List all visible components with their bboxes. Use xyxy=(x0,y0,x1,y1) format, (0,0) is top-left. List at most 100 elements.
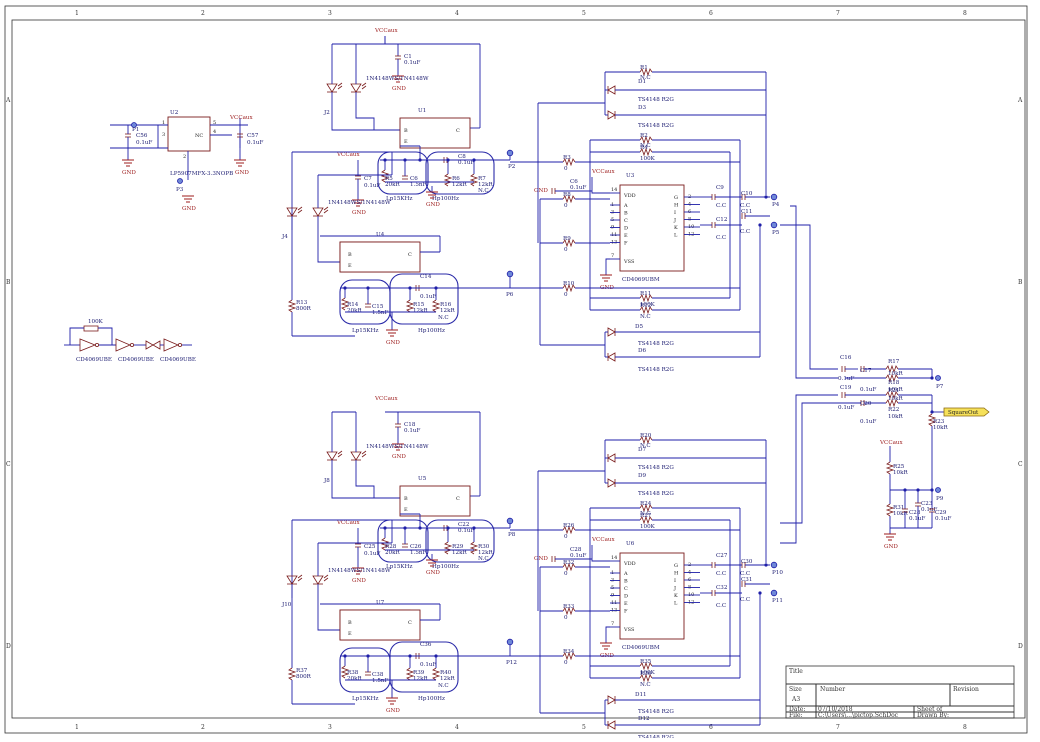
c12-label-1: C32 xyxy=(716,585,728,591)
port-b-1[interactable] xyxy=(506,638,514,646)
port-b-0[interactable] xyxy=(506,270,514,278)
size-value: A3 xyxy=(791,696,800,703)
hp2-r-value-0: 12kR xyxy=(413,308,429,314)
port-out1-label-1: P10 xyxy=(772,570,783,576)
p1-port[interactable] xyxy=(131,122,137,128)
ic-pin-right-1-4: K xyxy=(674,593,678,599)
ic-pin-right-1-2: I xyxy=(674,578,676,584)
lp2-cap-1 xyxy=(365,671,371,676)
u-bot-pin-c-0: C xyxy=(408,252,412,258)
vcc-net-top-1: VCCaux xyxy=(374,396,399,402)
d-bot2-part-0: TS4148 R2G xyxy=(638,367,674,373)
cap-top-0 xyxy=(395,55,401,60)
hp2-resistor-0 xyxy=(405,299,415,313)
ic-decoup-value-1: 0.1uF xyxy=(570,553,586,559)
c17-value: 0.1uF xyxy=(860,387,876,393)
c57-label: C57 xyxy=(247,133,259,139)
u-top-0-body[interactable] xyxy=(399,117,471,149)
p9-port[interactable] xyxy=(935,487,941,493)
p9-label: P9 xyxy=(936,496,944,502)
hp1-c-value-0: 0.1uF xyxy=(458,160,474,166)
hp1-r-value-1: 12kR xyxy=(452,550,468,556)
gnd-label-u2-left: GND xyxy=(122,170,136,176)
ic-num-vss-1: 7 xyxy=(611,621,614,627)
hp2-resistor2-0 xyxy=(431,299,441,313)
port-a-0[interactable] xyxy=(506,149,514,157)
diode-top2-0 xyxy=(607,110,616,120)
r12-nc-0: N.C xyxy=(640,314,651,320)
bias-resistor-0 xyxy=(287,299,297,313)
r8-value-0: 0 xyxy=(564,203,568,209)
ic-vcc-net-0: VCCaux xyxy=(591,169,616,175)
c28-out-label: C28 xyxy=(909,510,921,516)
hp2-nc-1: N.C xyxy=(438,683,449,689)
r9-label-1: R33 xyxy=(563,604,575,610)
p7-port[interactable] xyxy=(935,375,941,381)
u-top-pin-b-0: B xyxy=(404,128,408,134)
port-a-1[interactable] xyxy=(506,517,514,525)
d-top2-label-0: D3 xyxy=(638,105,646,111)
hp2-r2-value-1: 12kR xyxy=(440,676,456,682)
r17-label: R17 xyxy=(888,359,900,365)
ic-pin-left-0-5: F xyxy=(624,241,628,247)
c12-cc-1: C.C xyxy=(716,603,726,609)
ic-pin-left-0-4: E xyxy=(624,233,628,239)
ic-part-0: CD4069UBM xyxy=(622,277,660,283)
u-bot-pin-c-1: C xyxy=(408,620,412,626)
title-label: Title xyxy=(789,668,803,675)
ic-pin-left-1-2: C xyxy=(624,586,628,592)
port-b-label-1: P12 xyxy=(506,660,517,666)
date-label: Date: xyxy=(789,706,805,713)
ic-designator-1: U6 xyxy=(626,541,635,547)
hp1-nc-0: N.C xyxy=(478,188,489,194)
d-bot1-label-0: D5 xyxy=(635,324,643,330)
ic-num-vdd-0: 14 xyxy=(611,187,617,193)
ic-pin-left-0-1: B xyxy=(624,211,628,217)
r25-value: 10kR xyxy=(893,470,909,476)
inverter-legend: 100K CD4069UBE CD4069UBE CD4069UBE xyxy=(64,319,196,363)
lp1-group-label-0: Lp15KHz xyxy=(386,196,412,202)
c9-cc-0: C.C xyxy=(716,203,726,209)
r18-label: R18 xyxy=(888,380,900,386)
r2-0 xyxy=(639,135,653,145)
square-out-port[interactable] xyxy=(943,407,990,417)
c9-0 xyxy=(711,194,716,200)
r3-0 xyxy=(562,157,576,167)
u-top-label-0: U1 xyxy=(418,108,426,114)
hp1-r2-value-1: 12kR xyxy=(478,550,494,556)
inverter-3-label: CD4069UBE xyxy=(160,357,196,363)
r3-label-1: R26 xyxy=(563,523,575,529)
d-top1-part-0: TS4148 R2G xyxy=(638,97,674,103)
d-top2-part-1: TS4148 R2G xyxy=(638,491,674,497)
ic-cmp-0[interactable] xyxy=(619,184,685,272)
gnd-ic-0 xyxy=(600,274,612,282)
u-top-pin-b-1: B xyxy=(404,496,408,502)
u-top-1-body[interactable] xyxy=(399,485,471,517)
c10-label-1: C30 xyxy=(741,559,753,565)
u2-body[interactable] xyxy=(167,116,211,152)
port-out1-1[interactable] xyxy=(770,561,778,569)
diode-top2-1 xyxy=(607,478,616,488)
port-out2-0[interactable] xyxy=(770,221,778,229)
hp2-c-value-0: 0.1uF xyxy=(420,294,436,300)
cap-mid-value-0: 0.1uF xyxy=(364,183,380,189)
c29-label: C29 xyxy=(935,510,947,516)
led-b-0 xyxy=(350,82,367,93)
zone-col-2-top: 2 xyxy=(201,10,205,17)
zone-col-3-top: 3 xyxy=(328,10,332,17)
port-out2-1[interactable] xyxy=(770,589,778,597)
u-top-0 xyxy=(399,117,471,149)
r3-1 xyxy=(562,525,576,535)
ic-pin-right-1-5: L xyxy=(674,601,678,607)
led-d-1 xyxy=(312,574,329,585)
ic-cmp-1[interactable] xyxy=(619,552,685,640)
p3-label: P3 xyxy=(176,187,184,193)
ic-pin-right-0-1: H xyxy=(674,203,679,209)
p3-port[interactable] xyxy=(177,178,183,184)
port-out1-0[interactable] xyxy=(770,193,778,201)
revision-label: Revision xyxy=(953,686,979,693)
c19-label: C19 xyxy=(840,385,852,391)
c16-value: 0.1uF xyxy=(838,376,854,382)
r8-value-1: 0 xyxy=(564,571,568,577)
